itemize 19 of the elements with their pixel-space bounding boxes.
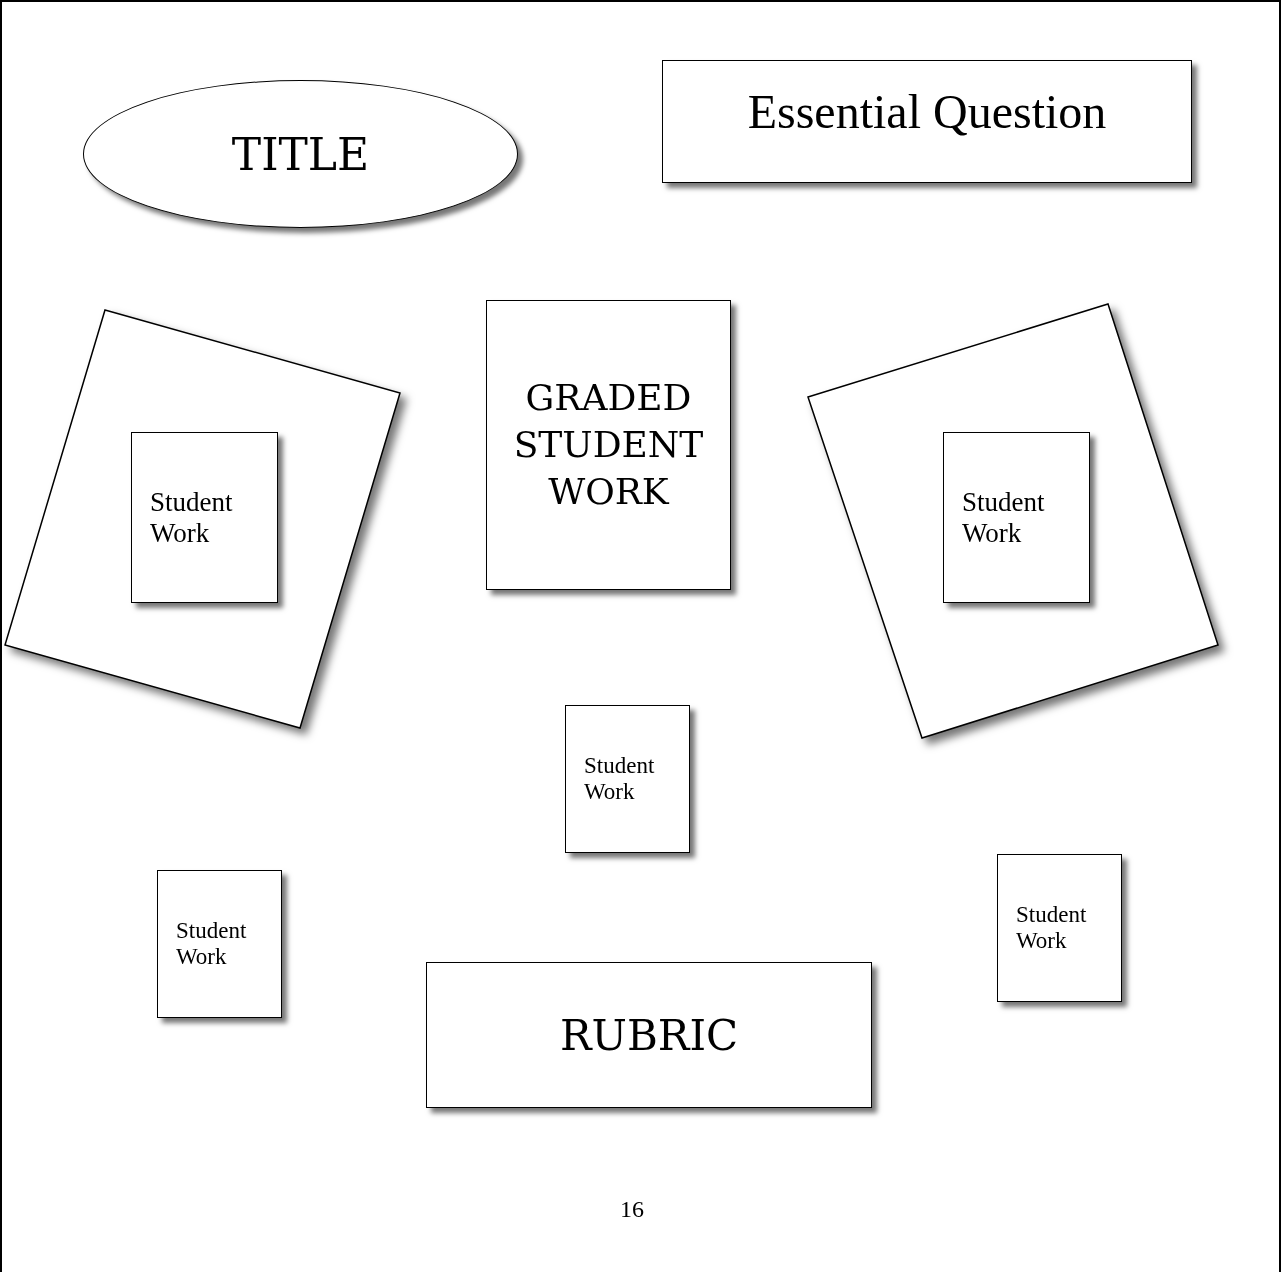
graded-work-box xyxy=(486,300,731,590)
page-number: 16 xyxy=(620,1196,644,1223)
work-label: Student Work xyxy=(583,753,656,805)
work-label: Student Work xyxy=(961,486,1046,549)
work-label: Student Work xyxy=(1015,902,1088,954)
question-box xyxy=(662,60,1192,183)
work-box xyxy=(565,705,690,853)
heading-text: GRADED STUDENT WORK xyxy=(512,375,705,514)
work-box xyxy=(131,432,278,603)
heading-text: TITLE xyxy=(230,128,371,180)
heading-text: Essential Question xyxy=(746,83,1108,139)
work-label: Student Work xyxy=(175,918,248,970)
tilted-frame xyxy=(808,304,1218,738)
work-box xyxy=(997,854,1122,1002)
work-label: Student Work xyxy=(149,486,234,549)
work-box xyxy=(943,432,1090,603)
heading-text: RUBRIC xyxy=(558,1010,740,1060)
rubric-box xyxy=(426,962,872,1108)
work-box xyxy=(157,870,282,1018)
